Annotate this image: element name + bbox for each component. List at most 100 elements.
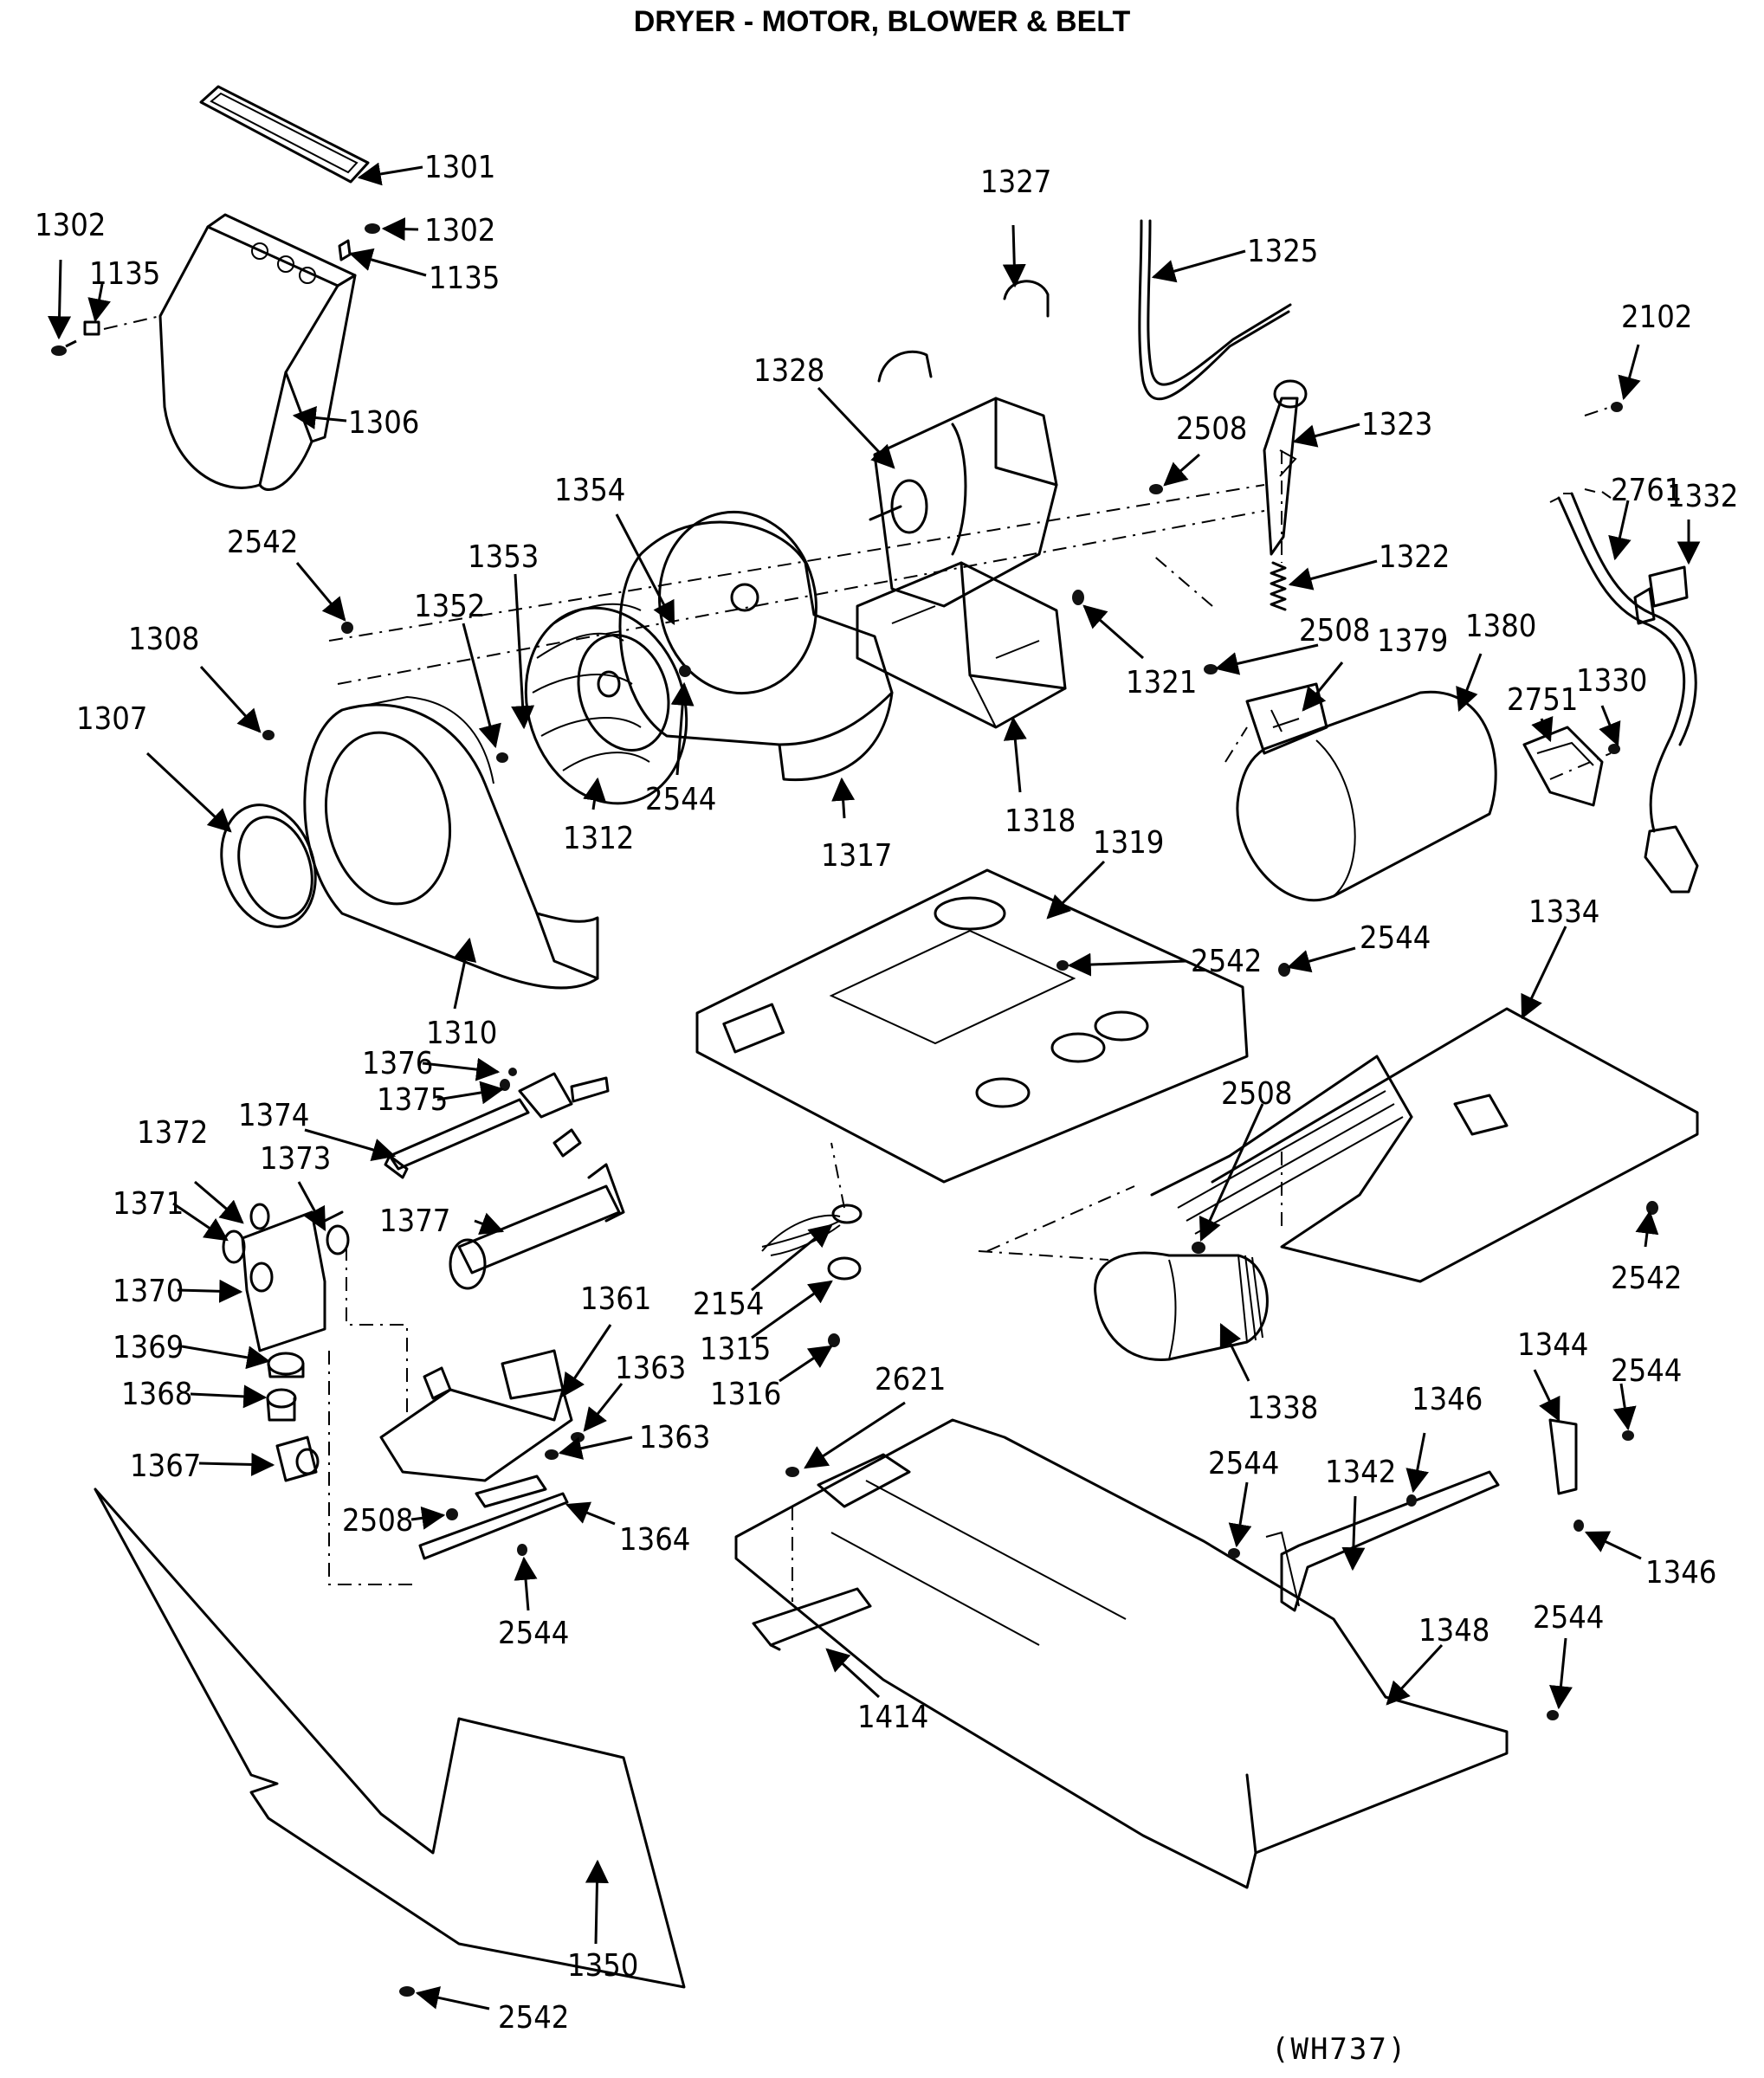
part-1414-pad — [752, 1587, 872, 1651]
callout-1380: 1380 — [1465, 609, 1536, 644]
part-1342-rail — [1265, 1470, 1500, 1612]
callout-1344: 1344 — [1517, 1327, 1588, 1363]
callout-1318: 1318 — [1005, 803, 1076, 839]
callout-2542-shelf: 2542 — [1611, 1261, 1682, 1296]
part-1369-1368-1367-fittings — [266, 1352, 320, 1482]
callout-1414: 1414 — [857, 1700, 928, 1735]
callout-1135-left: 1135 — [89, 256, 160, 292]
callout-1302-right: 1302 — [424, 213, 495, 248]
callout-1350: 1350 — [567, 1948, 638, 1984]
callout-1135-right: 1135 — [429, 261, 500, 296]
part-1344-bracket — [1548, 1418, 1578, 1495]
callout-2154: 2154 — [693, 1287, 764, 1322]
callout-2508-burner: 2508 — [342, 1503, 413, 1539]
callout-1368: 1368 — [121, 1377, 192, 1412]
callout-1346-top: 1346 — [1412, 1382, 1483, 1417]
callout-1338: 1338 — [1247, 1391, 1318, 1426]
callout-2544-burner: 2544 — [498, 1616, 569, 1651]
part-1325-drive-belt — [1138, 219, 1292, 401]
part-1370-gas-valve — [241, 1210, 344, 1352]
callout-1325: 1325 — [1247, 234, 1318, 269]
callout-1372: 1372 — [137, 1115, 208, 1151]
diagram-title: DRYER - MOTOR, BLOWER & BELT — [633, 5, 1131, 38]
callout-1328: 1328 — [753, 353, 824, 389]
callout-1312: 1312 — [563, 821, 634, 856]
part-1374-igniter — [384, 1072, 610, 1179]
part-1312-blower-wheel — [524, 603, 688, 805]
callout-1353: 1353 — [468, 539, 539, 575]
callout-1363-lower: 1363 — [639, 1420, 710, 1455]
callout-2544-rail: 2544 — [1208, 1446, 1279, 1481]
callout-1316: 1316 — [710, 1377, 781, 1412]
callout-1361: 1361 — [580, 1281, 651, 1317]
callout-1370: 1370 — [113, 1274, 184, 1309]
callout-2544-frame: 2544 — [1533, 1600, 1604, 1636]
callout-2508-right: 2508 — [1221, 1076, 1292, 1112]
part-1322-idler-spring — [1270, 561, 1287, 611]
part-1306-exhaust-duct — [103, 213, 357, 491]
part-1348-base-frame — [734, 1418, 1509, 1889]
callout-1371: 1371 — [113, 1186, 184, 1222]
callout-2102: 2102 — [1621, 300, 1692, 335]
callout-1301: 1301 — [424, 150, 495, 185]
part-1364-manifold-pipe — [418, 1475, 569, 1560]
callout-1319: 1319 — [1093, 825, 1164, 861]
assembly-lines — [328, 406, 1612, 1602]
part-1380-cylinder — [1236, 690, 1497, 902]
callout-1315: 1315 — [700, 1332, 771, 1367]
leader-lines — [48, 162, 1701, 2010]
callout-1317: 1317 — [821, 838, 892, 874]
diagram-code: (WH737) — [1271, 2032, 1407, 2067]
callout-1306: 1306 — [348, 405, 419, 441]
callout-labels: 1301 1302 1302 1135 1135 1306 1327 1325 … — [35, 150, 1738, 2036]
callout-1369: 1369 — [113, 1330, 184, 1365]
callout-1354: 1354 — [554, 473, 625, 508]
callout-1374: 1374 — [238, 1098, 309, 1133]
callout-1310: 1310 — [426, 1016, 497, 1051]
part-1319-base-panel — [695, 868, 1249, 1184]
callout-2544-bracket: 2544 — [1611, 1353, 1682, 1389]
callout-1302-left: 1302 — [35, 208, 106, 243]
part-1301-gasket — [199, 85, 370, 184]
part-1338-duct-elbow — [1094, 1251, 1269, 1361]
part-1310-blower-housing — [303, 695, 599, 990]
callout-1334: 1334 — [1528, 894, 1599, 930]
callout-1307: 1307 — [76, 701, 147, 737]
part-1315-thermostat — [827, 1204, 863, 1281]
part-1371-1372-1373-solenoids — [222, 1203, 350, 1264]
callout-1375: 1375 — [377, 1082, 448, 1118]
part-1332-power-cord — [1549, 488, 1699, 894]
callout-2508-top: 2508 — [1176, 411, 1247, 447]
callout-1327: 1327 — [980, 165, 1051, 200]
callout-1346-bottom: 1346 — [1645, 1555, 1716, 1591]
callout-1348: 1348 — [1418, 1613, 1489, 1649]
callout-2542-base: 2542 — [1191, 944, 1262, 979]
callout-1377: 1377 — [379, 1204, 450, 1239]
part-1317-blower-back-housing — [618, 510, 894, 782]
callout-1376: 1376 — [362, 1046, 433, 1081]
part-1361-burner-bracket — [379, 1349, 573, 1482]
callout-1379: 1379 — [1377, 623, 1448, 659]
callout-1363-upper: 1363 — [615, 1351, 686, 1386]
part-1334-heater-shelf — [1150, 1007, 1699, 1283]
callout-1323: 1323 — [1361, 407, 1432, 442]
callout-2542-top-left: 2542 — [227, 525, 298, 560]
callout-1322: 1322 — [1379, 539, 1450, 575]
callout-2542-panel: 2542 — [498, 2000, 569, 2036]
part-1318-motor-mount — [856, 561, 1067, 729]
part-1328-drive-motor — [869, 280, 1058, 608]
part-1307-seal-ring — [220, 803, 317, 928]
callout-1330: 1330 — [1576, 663, 1647, 699]
part-1323-idler-arm — [1263, 379, 1308, 556]
part-1350-access-panel — [94, 1488, 686, 1989]
callout-1308: 1308 — [128, 622, 199, 657]
callout-2751: 2751 — [1507, 682, 1578, 718]
callout-1342: 1342 — [1325, 1455, 1396, 1490]
callout-1321: 1321 — [1126, 665, 1197, 700]
callout-1367: 1367 — [130, 1449, 201, 1484]
callout-2544-cylinder: 2544 — [1360, 920, 1431, 956]
callout-2621: 2621 — [875, 1362, 946, 1397]
callout-1373: 1373 — [260, 1141, 331, 1177]
